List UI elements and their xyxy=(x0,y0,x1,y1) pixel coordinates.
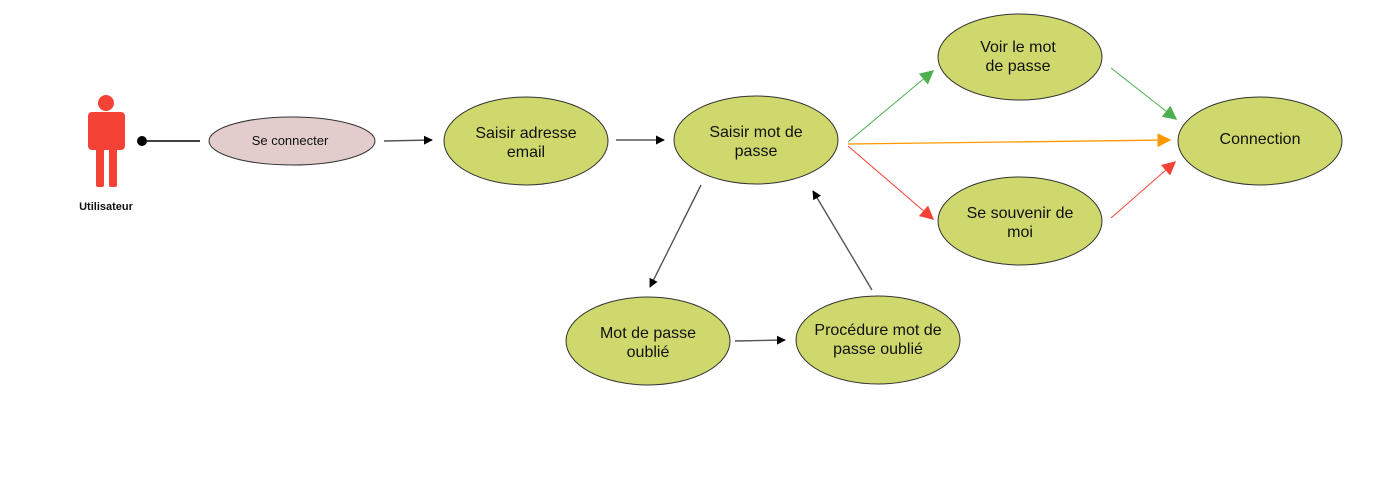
usecase-saisir-email[interactable]: Saisir adresse email xyxy=(443,96,609,186)
usecase-label-line1: Saisir adresse xyxy=(475,125,576,142)
edge-souvenir-to-connection xyxy=(1110,161,1177,219)
usecase-mdp-oublie[interactable]: Mot de passe oublié xyxy=(565,296,731,386)
edge-voir-to-connection xyxy=(1110,67,1178,120)
usecase-label-line2: email xyxy=(507,144,545,161)
edge-procedure-to-mdp xyxy=(812,190,873,291)
usecase-procedure[interactable]: Procédure mot de passe oublié xyxy=(795,295,961,385)
usecase-label: Connection xyxy=(1220,131,1301,148)
usecase-se-connecter[interactable]: Se connecter xyxy=(208,116,376,166)
usecase-label-line2: oublié xyxy=(627,344,670,361)
usecase-souvenir[interactable]: Se souvenir de moi xyxy=(937,176,1103,266)
usecase-label-line1: Se souvenir de xyxy=(967,205,1074,222)
usecase-saisir-mdp[interactable]: Saisir mot de passe xyxy=(673,95,839,185)
usecase-label-line2: passe xyxy=(735,143,778,160)
usecase-label-line1: Procédure mot de xyxy=(814,322,941,339)
usecase-label-line1: Saisir mot de xyxy=(709,124,802,141)
actor-label: Utilisateur xyxy=(79,201,134,213)
edge-oublie-to-procedure xyxy=(734,335,786,345)
usecase-label-line2: moi xyxy=(1007,224,1033,241)
usecase-label-line1: Mot de passe xyxy=(600,325,696,342)
edge-connecter-to-email xyxy=(383,135,433,145)
usecase-label-line2: passe oublié xyxy=(833,341,923,358)
actor-figure-icon xyxy=(88,95,125,187)
usecase-voir-mdp[interactable]: Voir le mot de passe xyxy=(937,13,1103,101)
edge-mdp-to-souvenir xyxy=(847,145,935,220)
usecase-label: Se connecter xyxy=(252,133,329,148)
edge-mdp-to-connection xyxy=(847,133,1172,148)
edge-mdp-to-voir xyxy=(847,70,935,143)
usecase-connection[interactable]: Connection xyxy=(1177,96,1343,186)
association-dot xyxy=(137,136,147,146)
usecase-label-line1: Voir le mot xyxy=(980,39,1056,56)
edge-mdp-to-oublie xyxy=(649,184,702,288)
usecase-label-line2: de passe xyxy=(986,58,1051,75)
